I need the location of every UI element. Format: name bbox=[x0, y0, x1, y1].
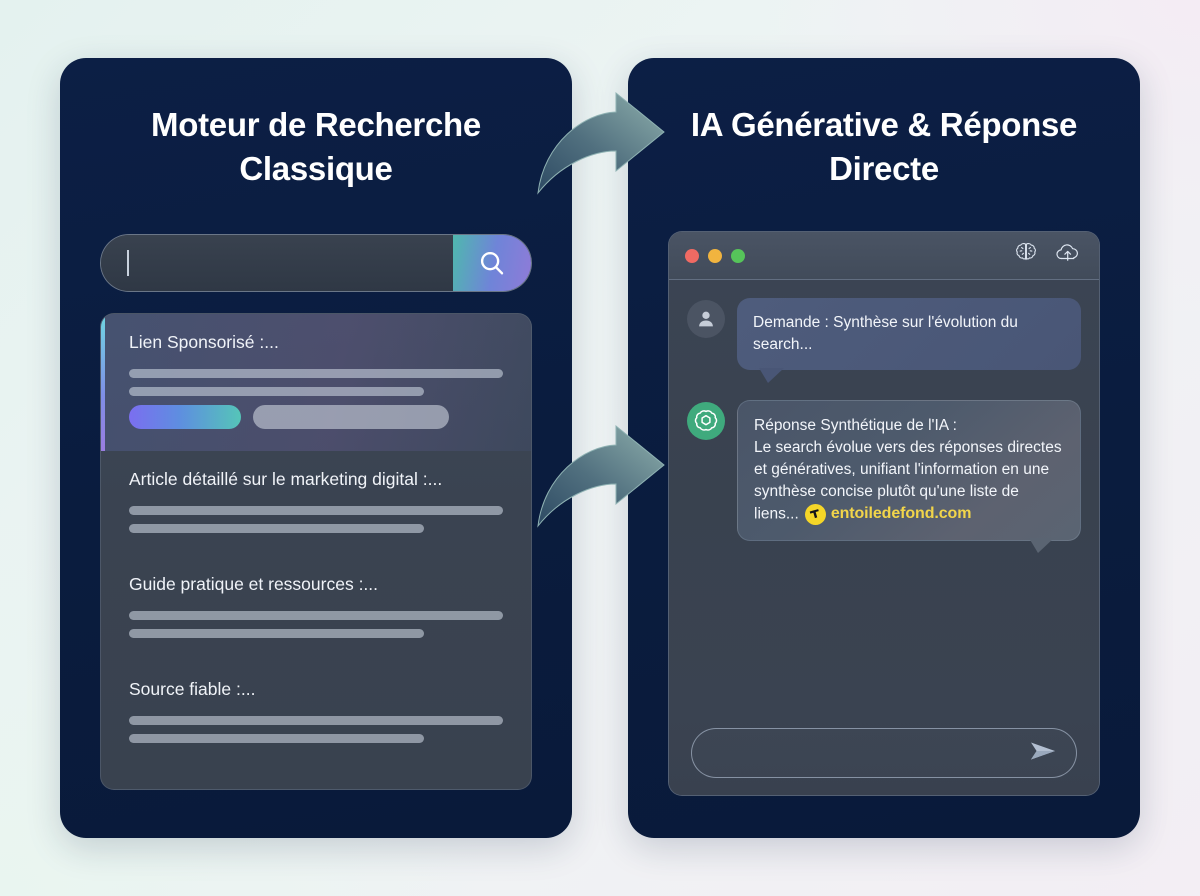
page-title: IA Générative & Réponse Directe bbox=[690, 106, 1078, 188]
list-item[interactable]: Lien Sponsorisé :... bbox=[101, 314, 531, 451]
watermark: entoiledefond.com bbox=[804, 503, 972, 526]
result-title: Lien Sponsorisé :... bbox=[129, 332, 279, 352]
bubble-tail bbox=[1029, 537, 1054, 553]
chat-transcript: Demande : Synthèse sur l'évolution du se… bbox=[669, 280, 1099, 711]
bubble-tail bbox=[759, 368, 784, 383]
search-input[interactable] bbox=[101, 235, 453, 291]
skeleton-line bbox=[129, 628, 425, 638]
skeleton-line bbox=[129, 715, 503, 725]
assistant-message-bubble: Réponse Synthétique de l'IA : Le search … bbox=[737, 400, 1081, 553]
assistant-message-text: Réponse Synthétique de l'IA : Le search … bbox=[754, 417, 1062, 523]
chat-message-assistant: Réponse Synthétique de l'IA : Le search … bbox=[687, 400, 1081, 553]
user-avatar-icon bbox=[687, 300, 725, 338]
window-titlebar bbox=[669, 232, 1099, 280]
result-title: Source fiable :... bbox=[129, 678, 256, 699]
skeleton-line bbox=[129, 505, 503, 515]
brain-icon[interactable] bbox=[1013, 240, 1039, 271]
send-icon[interactable] bbox=[1028, 738, 1058, 769]
result-title: Guide pratique et ressources :... bbox=[129, 573, 379, 594]
message-composer bbox=[669, 711, 1099, 795]
sponsored-pill-row bbox=[129, 404, 503, 429]
skeleton-line bbox=[129, 733, 425, 743]
minimize-window-button[interactable] bbox=[708, 248, 722, 263]
skeleton-line bbox=[129, 610, 503, 620]
search-button[interactable] bbox=[453, 235, 531, 291]
close-window-button[interactable] bbox=[685, 248, 699, 263]
traffic-lights bbox=[685, 248, 745, 263]
skeleton-line bbox=[129, 523, 425, 533]
watermark-logo-icon bbox=[804, 503, 826, 525]
text-caret bbox=[127, 250, 129, 276]
titlebar-icon-group bbox=[1013, 240, 1083, 271]
chat-message-user: Demande : Synthèse sur l'évolution du se… bbox=[687, 298, 1081, 383]
classic-search-panel: Moteur de Recherche Classique Lien Spons… bbox=[60, 58, 572, 838]
generative-ai-panel: IA Générative & Réponse Directe bbox=[628, 58, 1140, 838]
skeleton-pill bbox=[253, 404, 449, 429]
openai-logo-icon bbox=[687, 402, 725, 440]
user-message-bubble: Demande : Synthèse sur l'évolution du se… bbox=[737, 298, 1081, 383]
chat-window: Demande : Synthèse sur l'évolution du se… bbox=[668, 231, 1100, 796]
search-bar[interactable] bbox=[100, 234, 532, 292]
watermark-label: entoiledefond.com bbox=[830, 505, 972, 522]
message-input[interactable] bbox=[691, 728, 1077, 778]
cloud-upload-icon[interactable] bbox=[1053, 240, 1083, 271]
sponsored-badge bbox=[129, 404, 241, 429]
search-results-list: Lien Sponsorisé :... Article détaillé su… bbox=[100, 313, 532, 790]
result-title: Article détaillé sur le marketing digita… bbox=[129, 468, 443, 489]
skeleton-line bbox=[129, 368, 503, 378]
skeleton-line bbox=[129, 386, 425, 396]
list-item[interactable]: Source fiable :... bbox=[101, 661, 531, 766]
user-message-text: Demande : Synthèse sur l'évolution du se… bbox=[753, 314, 1018, 353]
list-item[interactable]: Guide pratique et ressources :... bbox=[101, 556, 531, 661]
page-title: Moteur de Recherche Classique bbox=[151, 106, 481, 188]
maximize-window-button[interactable] bbox=[731, 248, 745, 263]
search-icon bbox=[477, 248, 507, 278]
list-item[interactable]: Article détaillé sur le marketing digita… bbox=[101, 451, 531, 556]
